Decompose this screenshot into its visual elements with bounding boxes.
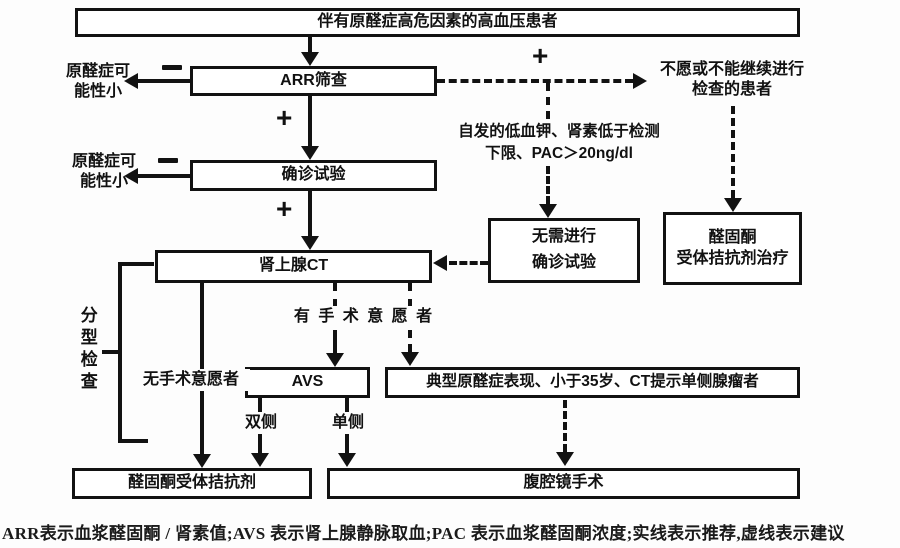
minus-sign-arr — [162, 65, 182, 70]
dashed-line-surgery-typical-upper — [408, 283, 412, 307]
dashed-line-spontaneous-upper — [546, 83, 550, 119]
arrow-confirm-to-ct-head — [301, 236, 319, 250]
node-laparoscopic-surgery: 腹腔镜手术 — [327, 468, 800, 499]
arrow-arr-to-confirm-shaft — [308, 96, 312, 147]
label-spontaneous-line1: 自发的低血钾、肾素低于检测 — [458, 123, 660, 140]
arrow-unilateral-head — [338, 453, 356, 467]
label-unwilling-patients: 不愿或不能继续进行 检查的患者 — [648, 60, 816, 100]
label-surgery-wish: 有 手 术 意 愿 者 — [287, 306, 441, 328]
label-spontaneous-line2: 下限、PAC＞20ng/dl — [485, 144, 633, 162]
label-spontaneous-hypokalemia: 自发的低血钾、肾素低于检测 下限、PAC＞20ng/dl — [448, 120, 670, 166]
dashed-line-spontaneous-lower — [546, 166, 550, 204]
plus-sign-dashed-branch: + — [532, 40, 549, 71]
arrow-no-surgery-head — [193, 454, 211, 468]
dashed-arrow-to-noconfirm-head — [539, 204, 557, 218]
node-no-confirmatory-test: 无需进行 确诊试验 — [488, 218, 640, 283]
dashed-arrow-noconfirm-to-ct-head — [433, 255, 447, 271]
dashed-arrow-arr-to-unwilling-head — [633, 73, 647, 89]
node-avs: AVS — [245, 367, 370, 398]
dashed-line-surgery-typical-lower — [408, 330, 412, 352]
label-bilateral: 双侧 — [238, 412, 284, 434]
arrow-bilateral-head — [251, 453, 269, 467]
node-confirmatory-test: 确诊试验 — [190, 160, 437, 191]
dashed-arrow-typical-to-lap-shaft — [563, 400, 567, 452]
dashed-arrow-unwilling-to-mratreat-head — [724, 198, 742, 212]
subtype-bracket-vertical — [118, 262, 122, 443]
arrow-arr-negative-head — [124, 73, 138, 89]
node-arr-screening: ARR筛查 — [190, 66, 437, 96]
label-low-probability-1-line2: 能性小 — [73, 82, 122, 100]
caption-legend: ARR表示血浆醛固酮 / 肾素值;AVS 表示肾上腺静脉取血;PAC 表示血浆醛… — [2, 524, 845, 543]
node-no-confirmatory-test-line1: 无需进行 — [531, 227, 596, 245]
label-unilateral: 单侧 — [325, 412, 371, 434]
label-low-probability-2-line2: 能性小 — [79, 172, 128, 190]
dashed-arrow-unwilling-to-mratreat-shaft — [731, 106, 735, 198]
label-low-probability-2-line1: 原醛症可 — [71, 153, 136, 170]
arrow-no-surgery-shaft — [200, 283, 204, 454]
dashed-arrow-arr-to-unwilling-shaft — [437, 79, 633, 83]
plus-sign-confirm-positive: + — [276, 193, 293, 224]
node-mra-treatment-line1: 醛固酮 — [708, 228, 757, 246]
arrow-confirm-to-ct-shaft — [308, 191, 312, 237]
label-low-probability-1-line1: 原醛症可 — [65, 63, 130, 80]
node-hypertensive-patients: 伴有原醛症高危因素的高血压患者 — [75, 8, 800, 37]
node-mra-treatment-line2: 受体拮抗剂治疗 — [676, 249, 789, 267]
arrow-arr-negative-shaft — [136, 79, 190, 83]
node-typical-pa: 典型原醛症表现、小于35岁、CT提示单侧腺瘤者 — [385, 367, 800, 398]
arrow-confirm-negative-head — [124, 168, 138, 184]
dashed-line-surgery-avs-upper — [333, 283, 337, 307]
node-mra-treatment: 醛固酮 受体拮抗剂治疗 — [663, 212, 802, 285]
plus-sign-arr-positive: + — [276, 102, 293, 133]
dashed-arrow-surgery-typical-head — [401, 352, 419, 366]
dashed-arrow-typical-to-lap-head — [556, 452, 574, 466]
node-adrenal-ct: 肾上腺CT — [155, 250, 432, 283]
subtype-bracket-top — [118, 262, 154, 266]
arrow-top-to-arr-shaft — [308, 37, 312, 53]
dashed-arrow-noconfirm-to-ct-shaft — [449, 261, 488, 265]
label-unwilling-line2: 检查的患者 — [691, 81, 772, 98]
arrow-top-to-arr-head — [301, 52, 319, 66]
label-low-probability-1: 原醛症可 能性小 — [52, 62, 144, 101]
subtype-bracket-bottom — [118, 439, 148, 443]
node-mra: 醛固酮受体拮抗剂 — [72, 468, 312, 499]
arrow-surgery-avs-lower — [333, 330, 337, 353]
arrow-arr-to-confirm-head — [301, 146, 319, 160]
label-unwilling-line1: 不愿或不能继续进行 — [659, 61, 804, 78]
minus-sign-confirm — [158, 158, 178, 163]
node-no-confirmatory-test-line2: 确诊试验 — [531, 254, 596, 272]
subtype-bracket-tick — [102, 350, 118, 354]
label-subtype-testing: 分型检查 — [77, 306, 97, 394]
arrow-confirm-negative-shaft — [136, 174, 190, 178]
label-no-surgery-wish: 无手术意愿者 — [132, 369, 250, 391]
arrow-surgery-avs-head — [326, 353, 344, 367]
label-low-probability-2: 原醛症可 能性小 — [58, 152, 150, 191]
